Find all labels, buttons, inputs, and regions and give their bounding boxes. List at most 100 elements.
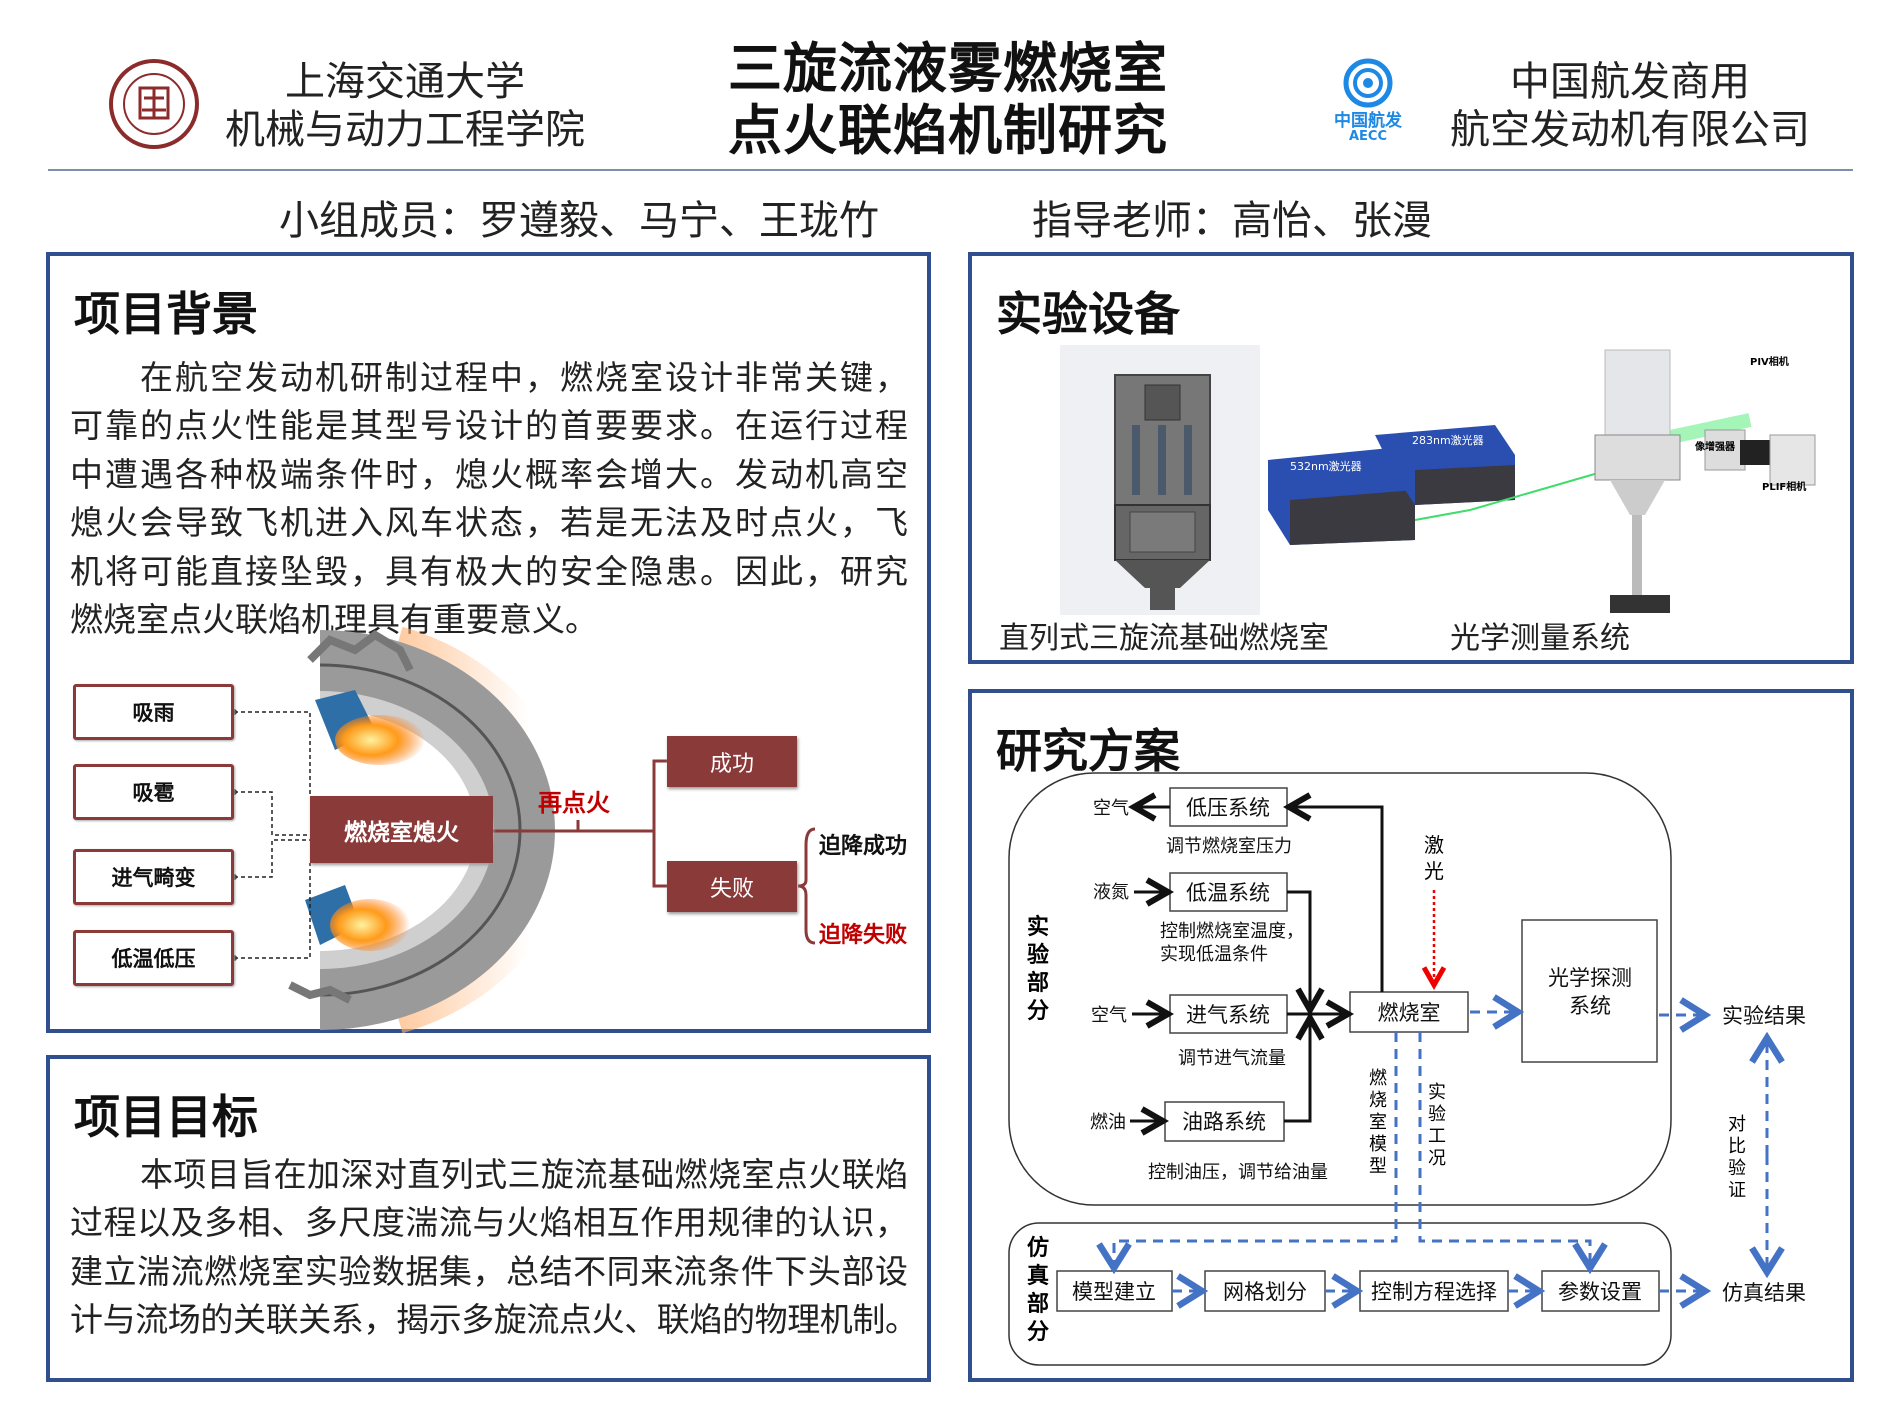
- fuel-note: 控制油压，调节给油量: [1148, 1162, 1328, 1183]
- company-name-1: 中国航发商用: [1510, 59, 1750, 105]
- title-line-2: 点火联焰机制研究: [728, 99, 1168, 162]
- condition-label: 况: [1428, 1148, 1446, 1169]
- sim-step-box: [1204, 1270, 1326, 1312]
- forced-landing-failure: 迫降失败: [819, 923, 908, 948]
- sim-part-char: 部: [1027, 1291, 1049, 1317]
- exp-part-char: 分: [1027, 999, 1049, 1024]
- background-panel: 项目背景: [46, 252, 931, 1033]
- compare-label: 对: [1728, 1114, 1746, 1135]
- exp-part-char: 部: [1027, 970, 1049, 996]
- cause-connectors: [234, 711, 311, 959]
- camera-image: PIV相机 像增强器 PLIF相机: [1694, 355, 1816, 493]
- ln2-label: 液氮: [1093, 882, 1129, 903]
- paragraph-line: 建立湍流燃烧室实验数据集，总结不同来流条件下头部设: [70, 1252, 908, 1291]
- experiment-region: [1008, 772, 1672, 1206]
- compare-label: 证: [1728, 1180, 1746, 1201]
- paragraph-line: 本项目旨在加深对直列式三旋流基础燃烧室点火联焰: [140, 1155, 908, 1194]
- model-label: 烧: [1369, 1090, 1387, 1111]
- section-title: 项目背景: [74, 287, 258, 341]
- section-title: 实验设备: [996, 287, 1180, 341]
- goal-panel: 项目目标: [46, 1055, 931, 1382]
- aecc-logo-en: AECC: [1348, 129, 1388, 144]
- sjtu-logo: [108, 58, 200, 150]
- intensifier-label: 像增强器: [1694, 440, 1736, 453]
- company-name-2: 航空发动机有限公司: [1450, 107, 1810, 153]
- air-out-label: 空气: [1093, 798, 1129, 819]
- section-title: 项目目标: [74, 1090, 258, 1144]
- sim-step-label: 网格划分: [1223, 1280, 1307, 1304]
- equipment-illustration: 532nm激光器 283nm激光器 PIV相机 像增强器 PLIF相机: [1060, 345, 1816, 615]
- model-label: 型: [1369, 1156, 1387, 1177]
- right-org: 中国航发商用 航空发动机有限公司: [1435, 58, 1825, 154]
- laser-label: 激: [1424, 833, 1444, 857]
- forced-landing-success: 迫降成功: [819, 834, 908, 859]
- piv-label: PIV相机: [1750, 355, 1789, 368]
- sim-part-char: 分: [1027, 1320, 1049, 1345]
- solid-flow-arrows: [1130, 807, 1384, 1121]
- simulation-result: 仿真结果: [1722, 1281, 1806, 1305]
- failure-box: 失败: [667, 861, 797, 912]
- combustor-rig-image: [1060, 345, 1260, 615]
- simulation-region: [1008, 1222, 1672, 1366]
- combustor-box: [1349, 991, 1469, 1033]
- fuel-system-box: [1164, 1101, 1285, 1142]
- dashed-flow-arrows: [1096, 994, 1785, 1309]
- model-label: 室: [1369, 1112, 1387, 1133]
- section-title: 研究方案: [996, 724, 1180, 778]
- caption-combustor: 直列式三旋流基础燃烧室: [999, 621, 1329, 656]
- intake-label: 进气系统: [1186, 1003, 1270, 1027]
- sim-part-char: 仿: [1027, 1235, 1049, 1261]
- paragraph-line: 过程以及多相、多尺度湍流与火焰相互作用规律的认识，: [70, 1203, 908, 1242]
- paragraph-line: 熄火会导致飞机进入风车状态，若是无法及时点火，飞: [70, 503, 908, 542]
- low-temp-label: 低温系统: [1186, 881, 1270, 905]
- compare-label: 验: [1728, 1158, 1746, 1179]
- school-name: 机械与动力工程学院: [225, 107, 585, 153]
- condition-label: 工: [1428, 1126, 1446, 1147]
- exp-part-char: 实: [1027, 914, 1049, 940]
- experiment-result: 实验结果: [1722, 1004, 1806, 1028]
- aecc-logo-cn: 中国航发: [1334, 111, 1402, 131]
- fuel-system-label: 油路系统: [1182, 1110, 1266, 1134]
- university-name: 上海交通大学: [285, 59, 525, 105]
- laser-label: 光: [1424, 859, 1444, 883]
- sim-step-label: 控制方程选择: [1371, 1280, 1497, 1304]
- sim-step-box: [1541, 1270, 1660, 1312]
- intake-note: 调节进气流量: [1178, 1048, 1286, 1069]
- paragraph-line: 可靠的点火性能是其型号设计的首要要求。在运行过程: [70, 406, 908, 445]
- flameout-box: 燃烧室熄火: [310, 796, 493, 863]
- low-temp-box: [1169, 872, 1288, 912]
- low-pressure-label: 低压系统: [1186, 796, 1270, 820]
- air-in-label: 空气: [1091, 1005, 1127, 1026]
- cause-box-low-temp-pressure: 低温低压: [73, 930, 234, 986]
- poster-title: 三旋流液雾燃烧室 点火联焰机制研究: [688, 38, 1208, 162]
- optical-tower-image: [1594, 349, 1681, 613]
- model-label: 模: [1369, 1134, 1387, 1155]
- advisors: 指导老师：高怡、张漫: [1032, 198, 1432, 244]
- paragraph-line: 在航空发动机研制过程中，燃烧室设计非常关键，: [140, 358, 908, 397]
- sim-step-box: [1359, 1270, 1509, 1312]
- laser-532-image: 532nm激光器: [1268, 448, 1415, 545]
- cause-box-rain: 吸雨: [73, 684, 234, 740]
- lt-note: 实现低温条件: [1160, 944, 1268, 965]
- equipment-panel: 实验设备: [968, 252, 1854, 664]
- reignite-label: 再点火: [538, 789, 610, 817]
- laser-283-image: 283nm激光器: [1375, 425, 1515, 505]
- header-divider: [48, 169, 1853, 171]
- paragraph-line: 中遭遇各种极端条件时，熄火概率会增大。发动机高空: [70, 455, 908, 494]
- low-pressure-box: [1169, 787, 1288, 827]
- success-box: 成功: [667, 736, 797, 787]
- laser-532-label: 532nm激光器: [1290, 459, 1362, 473]
- title-line-1: 三旋流液雾燃烧室: [728, 37, 1168, 100]
- optical-detection-box: [1521, 919, 1658, 1063]
- optical-label: 光学探测: [1548, 966, 1632, 990]
- paragraph-line: 计与流场的关联关系，揭示多旋流点火、联焰的物理机制。: [70, 1300, 918, 1339]
- condition-label: 实: [1428, 1082, 1446, 1103]
- model-label: 燃: [1369, 1068, 1387, 1089]
- sim-step-box: [1056, 1270, 1173, 1312]
- caption-optical: 光学测量系统: [1450, 621, 1630, 656]
- sim-step-label: 参数设置: [1558, 1280, 1642, 1304]
- sim-step-label: 模型建立: [1072, 1280, 1156, 1304]
- paragraph-line: 机将可能直接坠毁，具有极大的安全隐患。因此，研究: [70, 552, 908, 591]
- sim-part-char: 真: [1027, 1263, 1049, 1289]
